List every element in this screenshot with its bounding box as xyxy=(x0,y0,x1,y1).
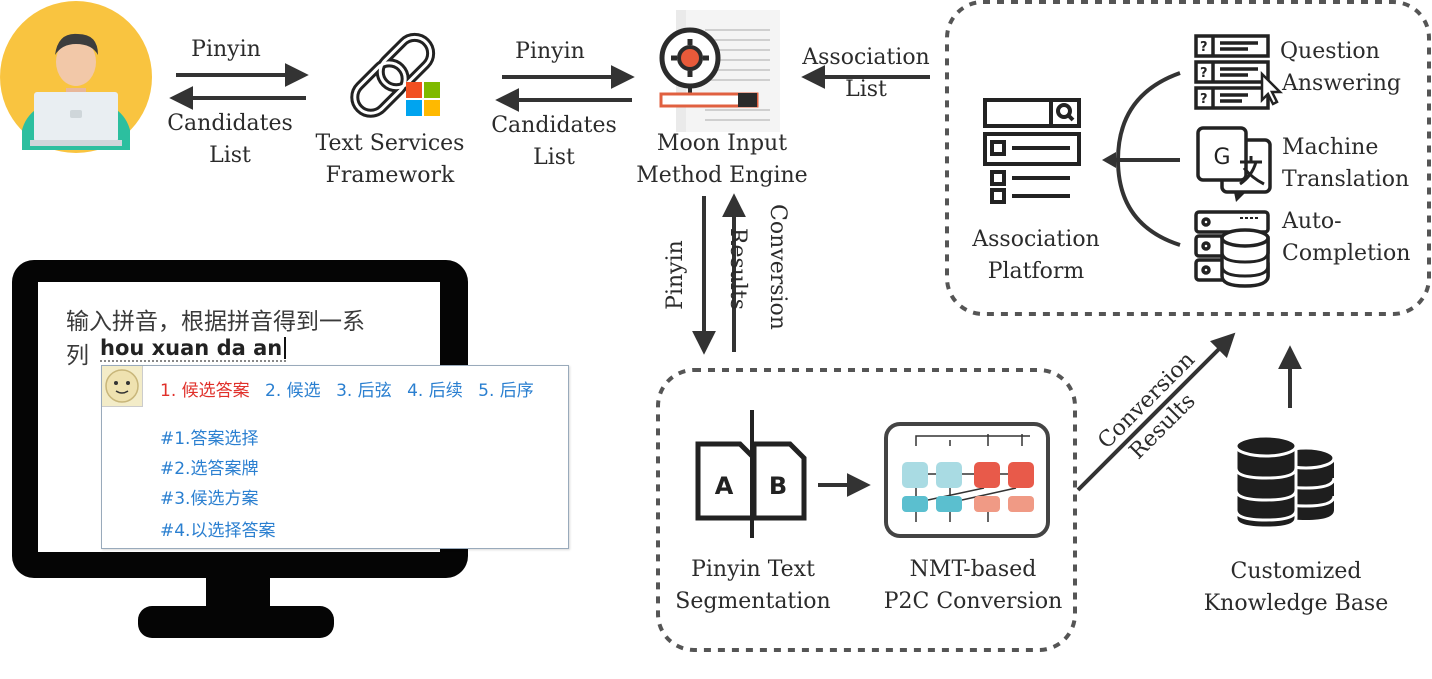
association-item-1[interactable]: #1.答案选择 xyxy=(160,429,259,449)
knowledge-base-database-icon xyxy=(1234,434,1336,530)
engine-label-line2: Method Engine xyxy=(636,163,808,188)
engine-label-line1: Moon Input xyxy=(656,131,788,156)
knowledge-base-label-line1: Customized xyxy=(1230,559,1362,584)
svg-text:?: ? xyxy=(1200,92,1208,107)
qa-label-line1: Question xyxy=(1280,39,1380,64)
typed-pinyin-text: hou xuan da an xyxy=(100,336,283,360)
conversion-pipeline-box xyxy=(656,368,1077,652)
text-segmentation-icon: A B xyxy=(695,410,807,538)
ime-logo-icon xyxy=(102,366,143,407)
bracket-arrowhead xyxy=(1102,152,1116,168)
association-platform-box xyxy=(945,0,1431,316)
tsf-label-line1: Text Services xyxy=(315,131,465,156)
search-results-icon xyxy=(983,98,1081,204)
svg-text:?: ? xyxy=(1200,40,1208,55)
tsf-list-label: List xyxy=(533,145,575,170)
screen-text-line2-prefix: 列 xyxy=(66,343,89,369)
platform-label-line1: Association xyxy=(972,227,1100,252)
segmentation-label-line1: Pinyin Text xyxy=(691,557,815,582)
mt-label-line1: Machine xyxy=(1282,135,1379,160)
association-item-4[interactable]: #4.以选择答案 xyxy=(160,521,276,541)
association-list-label-line2: List xyxy=(845,77,887,102)
nmt-label-line1: NMT-based xyxy=(909,557,1037,582)
screen-text-line1: 输入拼音，根据拼音得到一系 xyxy=(66,309,365,335)
tsf-chain-icon xyxy=(350,32,436,118)
candidate-5[interactable]: 5. 后序 xyxy=(478,381,534,401)
typed-pinyin-input[interactable]: hou xuan da an xyxy=(100,336,287,362)
user-list-label: List xyxy=(209,143,251,168)
ac-label-line1: Auto- xyxy=(1282,209,1342,234)
translate-icon: G xyxy=(1196,126,1272,202)
vertical-conversion-label: Conversion xyxy=(764,204,790,330)
association-item-2[interactable]: #2.选答案牌 xyxy=(160,459,259,479)
question-marks-icon: ??? xyxy=(1200,40,1208,107)
services-bracket xyxy=(1114,71,1181,247)
tsf-pinyin-label: Pinyin xyxy=(515,39,585,64)
candidate-popup: 1. 候选答案 2. 候选 3. 后弦 4. 后续 5. 后序 #1.答案选择 … xyxy=(101,365,569,549)
input-engine-document-icon xyxy=(659,10,780,132)
svg-text:?: ? xyxy=(1200,66,1208,81)
question-list-icon xyxy=(1194,34,1270,110)
candidate-row: 1. 候选答案 2. 候选 3. 后弦 4. 后续 5. 后序 xyxy=(160,376,544,401)
tsf-label-line2: Framework xyxy=(325,163,455,188)
conversion-results-diagonal-arrow xyxy=(1076,332,1236,492)
segment-letter-a: A xyxy=(715,472,734,500)
user-candidates-label: Candidates xyxy=(167,111,293,136)
association-list-label-line1: Association xyxy=(802,45,930,70)
windows-logo-icon xyxy=(406,82,440,116)
svg-text:G: G xyxy=(1213,145,1230,170)
segmentation-label-line2: Segmentation xyxy=(675,589,831,614)
candidate-2[interactable]: 2. 候选 xyxy=(265,381,321,401)
mt-label-line2: Translation xyxy=(1282,167,1410,192)
nmt-network-icon xyxy=(884,422,1050,538)
tsf-candidates-label: Candidates xyxy=(491,113,617,138)
platform-label-line2: Platform xyxy=(987,259,1085,284)
vertical-results-label: Results xyxy=(725,227,751,311)
candidate-4[interactable]: 4. 后续 xyxy=(407,381,463,401)
candidate-3[interactable]: 3. 后弦 xyxy=(336,381,392,401)
text-cursor xyxy=(284,337,287,359)
ac-label-line2: Completion xyxy=(1282,241,1411,266)
user-pinyin-label: Pinyin xyxy=(191,37,261,62)
user-avatar-icon xyxy=(0,1,152,153)
candidate-1[interactable]: 1. 候选答案 xyxy=(160,381,250,401)
qa-label-line2: Answering xyxy=(1282,71,1402,96)
cursor-icon xyxy=(1260,70,1284,106)
nmt-label-line2: P2C Conversion xyxy=(883,589,1063,614)
association-item-3[interactable]: #3.候选方案 xyxy=(160,489,259,509)
database-cylinder-icon xyxy=(1220,228,1270,288)
segment-letter-b: B xyxy=(769,472,787,500)
knowledge-base-label-line2: Knowledge Base xyxy=(1203,591,1389,616)
vertical-pinyin-label: Pinyin xyxy=(662,240,688,310)
